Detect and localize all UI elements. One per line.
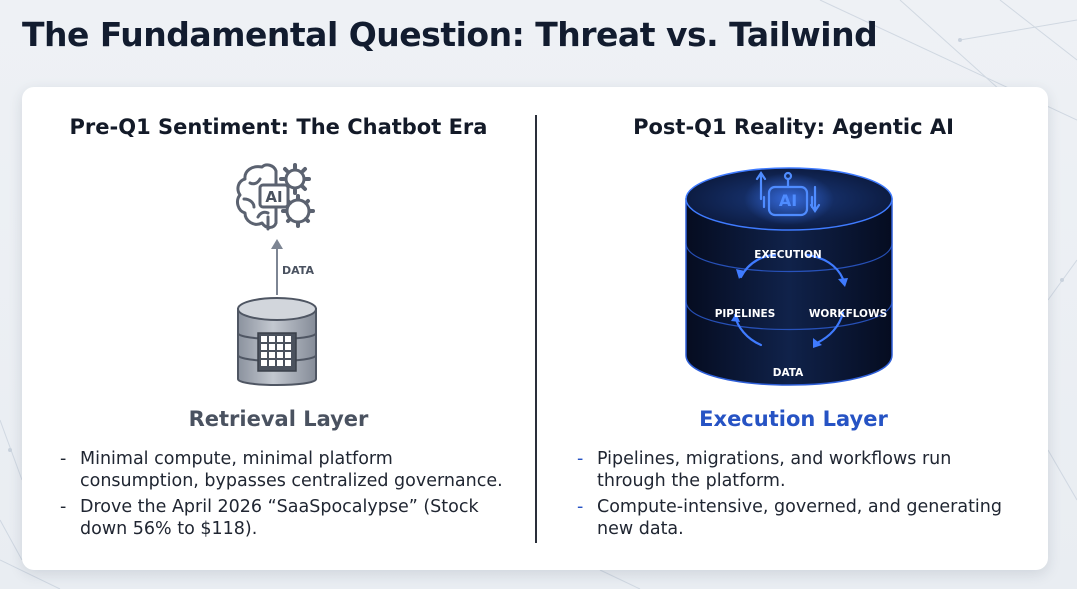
bullet-dash: - bbox=[577, 497, 584, 517]
list-item: - Pipelines, migrations, and workflows r… bbox=[577, 448, 1017, 492]
cycle-label-workflows: WORKFLOWS bbox=[808, 308, 888, 320]
cycle-label-pipelines: PIPELINES bbox=[714, 308, 776, 320]
right-bullet-list: - Pipelines, migrations, and workflows r… bbox=[577, 448, 1017, 544]
cycle-label-data: DATA bbox=[772, 367, 804, 379]
execution-layer-title: Execution Layer bbox=[699, 407, 888, 431]
bullet-dash: - bbox=[577, 449, 584, 469]
data-flow-label: DATA bbox=[282, 264, 314, 277]
left-bullet-list: - Minimal compute, minimal platform cons… bbox=[60, 448, 510, 544]
bullet-text: Minimal compute, minimal platform consum… bbox=[80, 449, 503, 491]
column-divider bbox=[535, 115, 537, 543]
list-item: - Minimal compute, minimal platform cons… bbox=[60, 448, 510, 492]
right-column-heading: Post-Q1 Reality: Agentic AI bbox=[633, 115, 954, 139]
right-column-post-q1: Post-Q1 Reality: Agentic AI bbox=[537, 87, 1050, 570]
left-ai-badge-label: AI bbox=[265, 188, 283, 206]
ai-badge-label: AI bbox=[778, 191, 798, 210]
bullet-text: Compute-intensive, governed, and generat… bbox=[597, 497, 1002, 539]
comparison-card: Pre-Q1 Sentiment: The Chatbot Era bbox=[22, 87, 1048, 570]
cycle-label-execution: EXECUTION bbox=[754, 249, 822, 261]
left-column-heading: Pre-Q1 Sentiment: The Chatbot Era bbox=[69, 115, 488, 139]
bullet-dash: - bbox=[60, 449, 67, 469]
retrieval-layer-title: Retrieval Layer bbox=[188, 407, 369, 431]
list-item: - Drove the April 2026 “SaaSpocalypse” (… bbox=[60, 496, 510, 540]
left-column-pre-q1: Pre-Q1 Sentiment: The Chatbot Era bbox=[22, 87, 535, 570]
bullet-text: Drove the April 2026 “SaaSpocalypse” (St… bbox=[80, 497, 479, 539]
ai-brain-gears-icon bbox=[236, 163, 315, 231]
page-title: The Fundamental Question: Threat vs. Tai… bbox=[22, 15, 878, 54]
data-up-arrow-icon bbox=[271, 239, 283, 295]
bullet-dash: - bbox=[60, 497, 67, 517]
bullet-text: Pipelines, migrations, and workflows run… bbox=[597, 449, 952, 491]
list-item: - Compute-intensive, governed, and gener… bbox=[577, 496, 1017, 540]
execution-cylinder-diagram bbox=[685, 167, 893, 386]
database-icon bbox=[237, 297, 317, 386]
